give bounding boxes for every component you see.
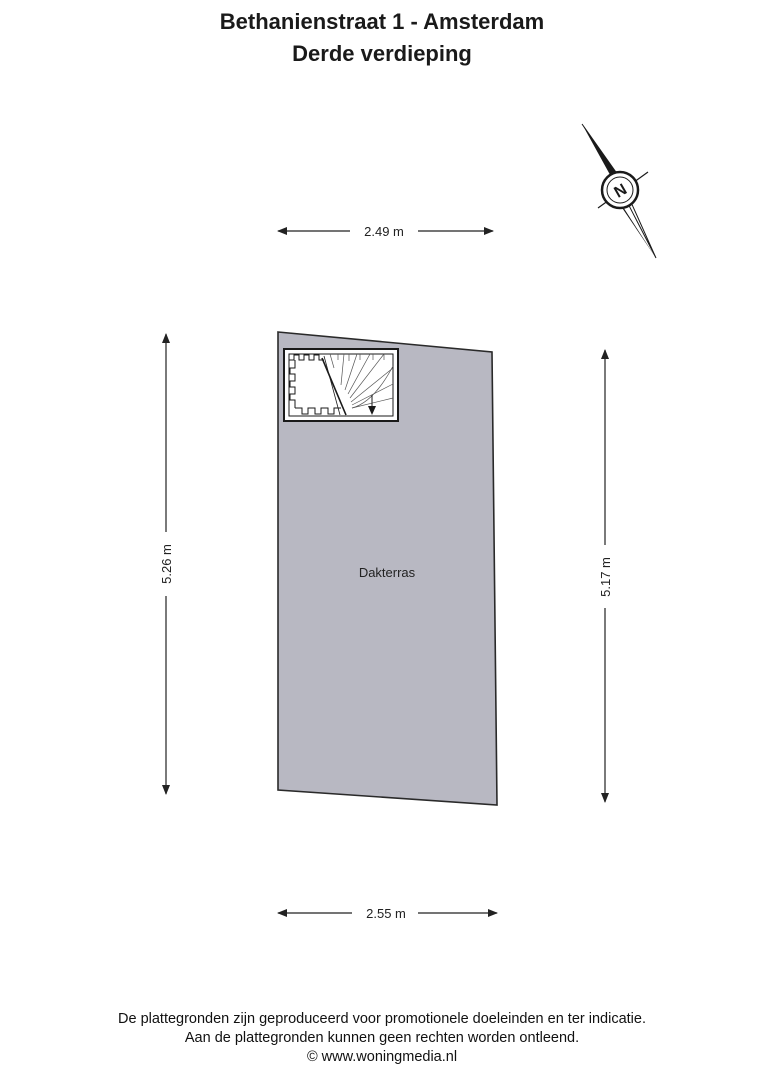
room-label-dakterras: Dakterras xyxy=(359,565,416,580)
dimension-right-label: 5.17 m xyxy=(598,557,613,597)
floor-title: Derde verdieping xyxy=(292,41,472,66)
terrace-floor xyxy=(277,331,498,806)
dimension-left: 5.26 m xyxy=(159,333,174,795)
dimension-left-label: 5.26 m xyxy=(159,544,174,584)
dimension-bottom: 2.55 m xyxy=(277,906,498,921)
copyright-line: © www.woningmedia.nl xyxy=(306,1049,458,1065)
dimension-bottom-label: 2.55 m xyxy=(366,906,406,921)
stairwell xyxy=(283,348,399,422)
stair-direction-icon xyxy=(368,406,376,415)
dimension-top-label: 2.49 m xyxy=(364,224,404,239)
address-title: Bethanienstraat 1 - Amsterdam xyxy=(219,9,545,34)
compass-rose: N xyxy=(581,123,657,259)
disclaimer-line-2: Aan de plattegronden kunnen geen rechten… xyxy=(184,1030,580,1046)
dimension-top: 2.49 m xyxy=(277,224,494,239)
disclaimer-line-1: De plattegronden zijn geproduceerd voor … xyxy=(118,1011,646,1027)
dimension-right: 5.17 m xyxy=(598,349,613,803)
